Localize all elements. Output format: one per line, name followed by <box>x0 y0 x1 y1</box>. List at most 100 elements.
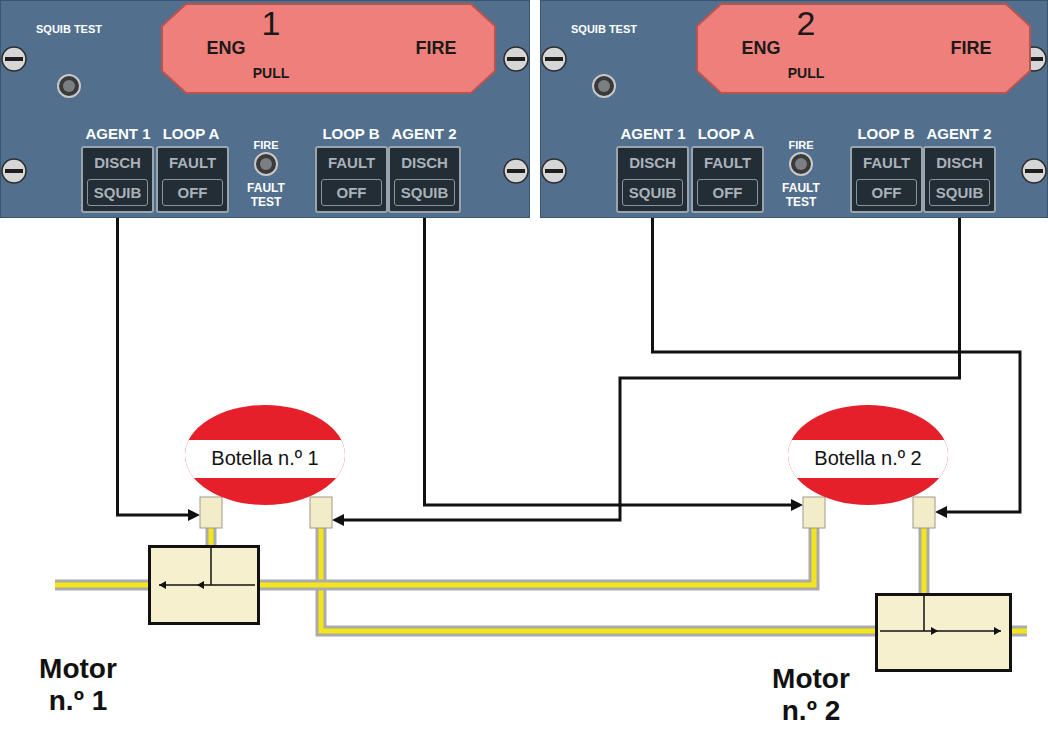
pipe-core <box>55 583 152 588</box>
pull-label: PULL <box>241 65 301 82</box>
engine-number: 1 <box>246 3 296 44</box>
agent-pipe <box>924 528 925 593</box>
handle-outline <box>697 4 1030 93</box>
agent-label: AGENT 2 <box>923 125 995 143</box>
test-button <box>790 153 812 175</box>
agent-label: AGENT 2 <box>388 125 460 143</box>
push-button: FAULTOFF <box>691 146 764 213</box>
arrowhead <box>935 506 947 518</box>
push-button: FAULTOFF <box>156 146 229 213</box>
wire-line <box>118 213 193 515</box>
push-button: FAULT OFF <box>315 146 388 213</box>
bottle-outlet <box>310 497 332 528</box>
test-button-lens <box>63 80 75 92</box>
button-legend: DISCH <box>618 154 687 172</box>
bottle-outlet <box>913 497 935 528</box>
bottle-outlet <box>200 497 222 528</box>
panel-screw <box>504 159 528 183</box>
push-button: DISCH SQUIB <box>616 146 689 213</box>
button-legend: FAULT <box>852 154 921 172</box>
engine-label: ENG <box>196 37 256 59</box>
agent-label: AGENT 1 <box>617 125 689 143</box>
arrowhead <box>188 509 200 521</box>
button-legend: OFF <box>856 179 917 206</box>
button-legend: DISCH <box>390 154 459 172</box>
panel-screw <box>504 47 528 71</box>
pipe-outline <box>55 580 152 591</box>
button-legend: SQUIB <box>394 179 455 206</box>
push-button: FAULT OFF <box>850 146 923 213</box>
button-legend: SQUIB <box>622 179 683 206</box>
flow-arrowhead <box>197 581 204 589</box>
loop-label: LOOP B <box>315 125 387 143</box>
agent-pipe <box>211 528 212 545</box>
flow-line <box>923 596 925 631</box>
bottle-label: Botella n.º 1 <box>190 446 340 470</box>
engine-label: Motor n.º 2 <box>756 663 866 727</box>
test-button <box>58 75 80 97</box>
button-legend: DISCH <box>925 154 994 172</box>
button-legend: OFF <box>321 179 382 206</box>
pipe-outline <box>260 528 814 585</box>
bottle-body <box>788 405 948 505</box>
pipe-outline <box>919 528 930 593</box>
fire-label: FIRE <box>406 37 466 59</box>
panel-screw <box>2 47 26 71</box>
directional-valve: Motor n.º 2 <box>875 593 1012 672</box>
panel-screw <box>542 159 566 183</box>
screw-slot <box>507 169 525 173</box>
valve-flow-arrows <box>151 548 257 622</box>
screw-slot <box>545 169 563 173</box>
bottle-band <box>185 440 345 478</box>
button-legend: DISCH <box>83 154 152 172</box>
agent-label: AGENT 1 <box>82 125 154 143</box>
wire-line <box>653 213 1021 512</box>
screw-slot <box>507 57 525 61</box>
screw-slot <box>545 57 563 61</box>
button-legend: SQUIB <box>87 179 148 206</box>
push-button: DISCH SQUIB <box>923 146 996 213</box>
test-button-lens <box>260 158 272 170</box>
directional-valve: Motor n.º 1 <box>148 545 260 625</box>
test-label: FAULT TEST <box>775 181 827 209</box>
switch-label: SQUIB TEST <box>559 23 649 36</box>
fire-control-panel: SQUIB TESTAGENT 1LOOP AFIREFAULT TESTLOO… <box>540 0 1048 218</box>
button-legend: SQUIB <box>929 179 990 206</box>
test-label: FAULT TEST <box>240 181 292 209</box>
test-button <box>593 75 615 97</box>
push-button: DISCH SQUIB <box>81 146 154 213</box>
pipe-core <box>922 528 927 593</box>
squib-wire <box>425 213 804 511</box>
fire-handle: ENG2PULLFIRE <box>696 3 1031 94</box>
pipe-core <box>209 528 214 545</box>
squib-wire <box>118 213 201 521</box>
fire-label: FIRE <box>941 37 1001 59</box>
panel-screw <box>2 159 26 183</box>
test-label: FIRE <box>781 139 821 152</box>
loop-label: LOOP A <box>155 125 227 143</box>
pull-label: PULL <box>776 65 836 82</box>
valve-flow-arrows <box>878 596 1009 669</box>
button-legend: OFF <box>697 179 758 206</box>
button-legend: FAULT <box>317 154 386 172</box>
bottle-label: Botella n.º 2 <box>793 446 943 470</box>
test-button <box>255 153 277 175</box>
flow-line <box>210 548 212 585</box>
fire-handle: ENG1PULL FIRE <box>161 3 496 94</box>
test-button-lens <box>598 80 610 92</box>
switch-label: SQUIB TEST <box>24 23 114 36</box>
flow-line <box>159 584 255 586</box>
agent-pipe <box>260 528 814 585</box>
test-label: FIRE <box>246 139 286 152</box>
flow-arrowhead <box>994 627 1001 635</box>
fire-control-panel: SQUIB TEST AGENT 1LOOP A FIRE FAULT TEST LOO… <box>0 0 530 218</box>
test-button-lens <box>795 158 807 170</box>
squib-wire <box>653 213 1021 518</box>
push-button: DISCH SQUIB <box>388 146 461 213</box>
bottle-band <box>788 440 948 478</box>
extinguisher-bottle: Botella n.º 2 <box>788 405 948 528</box>
flow-arrowhead <box>159 581 166 589</box>
screw-slot <box>1025 169 1043 173</box>
